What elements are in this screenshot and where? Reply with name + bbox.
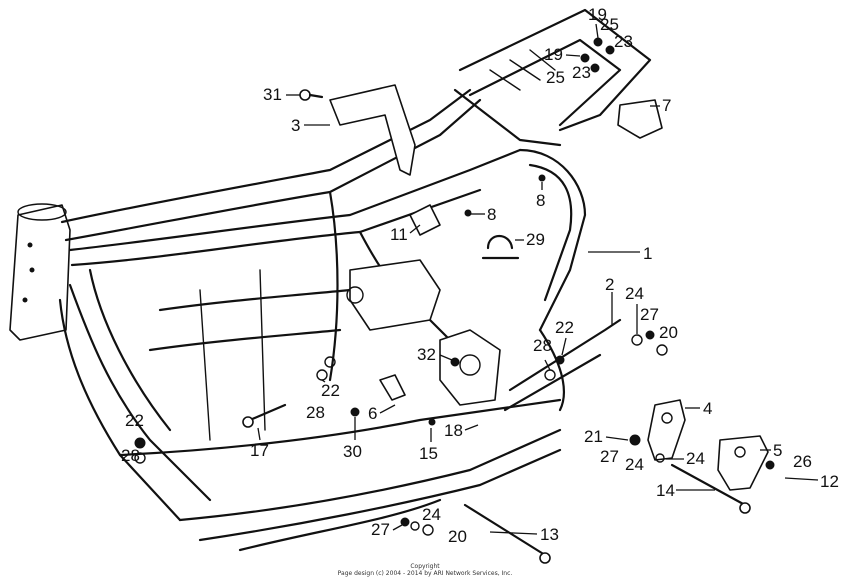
callout-23a: 23	[614, 32, 633, 51]
callout-27c: 27	[371, 520, 390, 539]
callout-22c: 22	[125, 411, 144, 430]
callout-25b: 25	[546, 68, 565, 87]
callout-labels: 1 2 3 4 5 6 7 8 8 11 12 13 14 15 17 18 1…	[121, 5, 839, 546]
callout-3: 3	[291, 116, 300, 135]
callout-7: 7	[662, 96, 671, 115]
copyright-line1: Copyright	[410, 563, 440, 570]
callout-24a: 24	[625, 284, 644, 303]
callout-4: 4	[703, 399, 712, 418]
callout-19a: 19	[588, 5, 607, 24]
callout-25a: 25	[600, 15, 619, 34]
callout-27b: 27	[600, 447, 619, 466]
callout-8a: 8	[487, 205, 496, 224]
callout-30: 30	[343, 442, 362, 461]
callout-29: 29	[526, 230, 545, 249]
callout-28c: 28	[121, 446, 140, 465]
frame-illustration	[9, 8, 775, 564]
callout-12: 12	[820, 472, 839, 491]
callout-21: 21	[584, 427, 603, 446]
callout-14: 14	[656, 481, 675, 500]
callout-26: 26	[793, 452, 812, 471]
callout-20a: 20	[659, 323, 678, 342]
callout-24d: 24	[422, 505, 441, 524]
callout-17: 17	[250, 441, 269, 460]
callout-1: 1	[643, 244, 652, 263]
callout-31: 31	[263, 85, 282, 104]
callout-22b: 22	[321, 381, 340, 400]
callout-13: 13	[540, 525, 559, 544]
callout-32: 32	[417, 345, 436, 364]
callout-2: 2	[605, 275, 614, 294]
callout-24c: 24	[686, 449, 705, 468]
callout-11: 11	[390, 225, 408, 244]
callout-24b: 24	[625, 455, 644, 474]
callout-8b: 8	[536, 191, 545, 210]
callout-19b: 19	[544, 45, 563, 64]
callout-20b: 20	[448, 527, 467, 546]
copyright-notice: Copyright Page design (c) 2004 - 2014 by…	[0, 563, 850, 577]
callout-27a: 27	[640, 305, 659, 324]
callout-6: 6	[368, 404, 377, 423]
callout-5: 5	[773, 441, 782, 460]
copyright-line2: Page design (c) 2004 - 2014 by ARI Netwo…	[337, 570, 513, 577]
callout-23b: 23	[572, 63, 591, 82]
callout-28b: 28	[306, 403, 325, 422]
callout-22a: 22	[555, 318, 574, 337]
callout-15: 15	[419, 444, 438, 463]
callout-18: 18	[444, 421, 463, 440]
callout-28a: 28	[533, 336, 552, 355]
